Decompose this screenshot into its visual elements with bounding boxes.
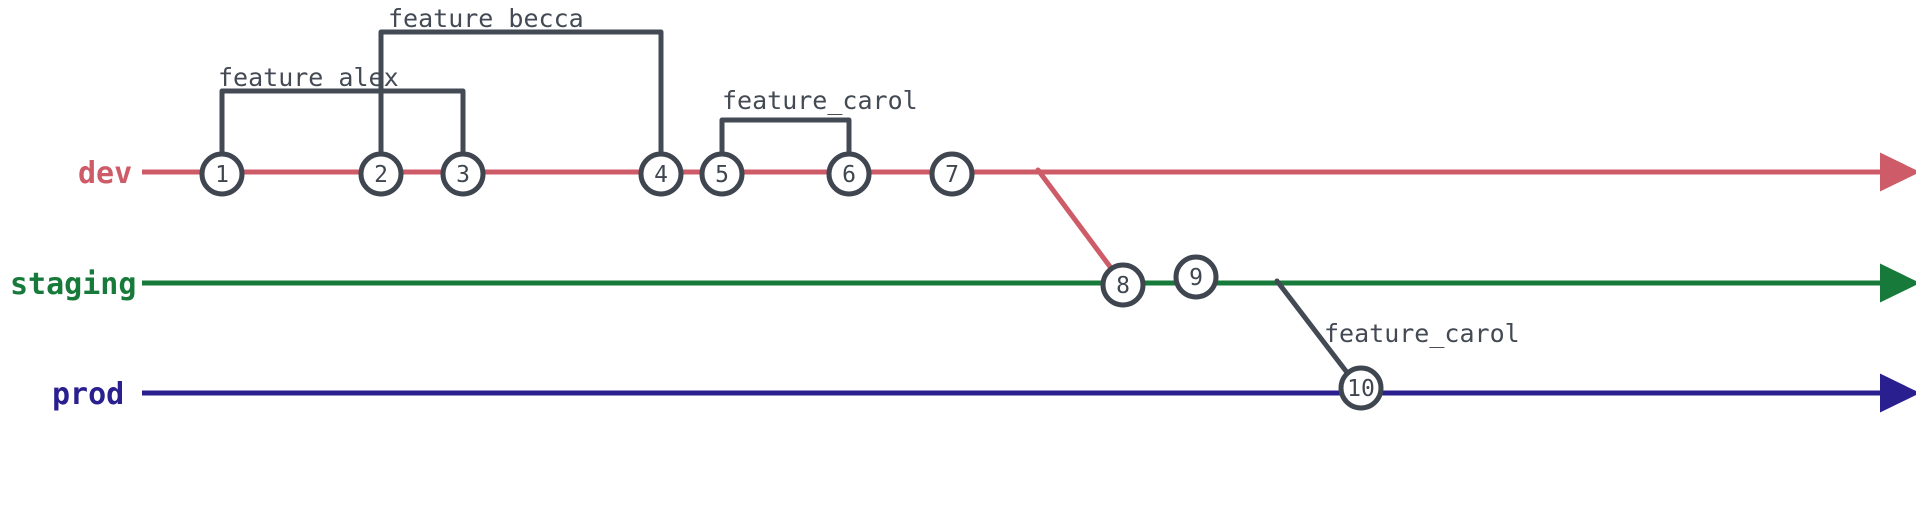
branch-label-dev[interactable]: dev [78, 156, 133, 191]
merge-line-staging-to-prod [1274, 278, 1355, 382]
commit-label-6: 6 [842, 162, 856, 188]
commit-node-8[interactable]: 8 [1100, 262, 1146, 308]
commit-node-10[interactable]: 10 [1338, 365, 1384, 411]
merge-lines [1035, 167, 1355, 382]
feature-label-feature_carol[interactable]: feature_carol [722, 86, 918, 115]
branch-label-staging[interactable]: staging [10, 267, 137, 302]
merge-line-dev-to-staging [1035, 167, 1117, 275]
commit-node-7[interactable]: 7 [929, 151, 975, 197]
commit-label-7: 7 [945, 162, 959, 188]
commit-node-5[interactable]: 5 [699, 151, 745, 197]
feature-brackets [219, 29, 852, 163]
commit-node-6[interactable]: 6 [826, 151, 872, 197]
commit-node-1[interactable]: 1 [199, 151, 245, 197]
feature-bracket-feature_carol [719, 117, 852, 163]
branch-lines [142, 152, 1916, 413]
commit-label-8: 8 [1116, 273, 1130, 299]
commit-label-5: 5 [715, 162, 729, 188]
commit-label-10: 10 [1347, 376, 1375, 402]
commit-node-3[interactable]: 3 [440, 151, 486, 197]
commit-label-9: 9 [1189, 265, 1203, 291]
merge-label-feature_carol[interactable]: feature_carol [1324, 319, 1520, 348]
commit-nodes[interactable]: 1 2 3 4 5 6 7 [199, 151, 1384, 411]
commit-node-4[interactable]: 4 [638, 151, 684, 197]
branch-label-prod[interactable]: prod [52, 377, 125, 412]
feature-bracket-feature_alex [219, 88, 466, 163]
commit-node-9[interactable]: 9 [1173, 254, 1219, 300]
feature-label-feature_becca[interactable]: feature_becca [388, 4, 584, 33]
commit-node-2[interactable]: 2 [358, 151, 404, 197]
feature-label-feature_alex[interactable]: feature_alex [218, 63, 399, 92]
commit-label-4: 4 [654, 162, 668, 188]
commit-label-2: 2 [374, 162, 388, 188]
commit-label-3: 3 [456, 162, 470, 188]
commit-label-1: 1 [215, 162, 229, 188]
feature-bracket-feature_becca [378, 29, 664, 163]
